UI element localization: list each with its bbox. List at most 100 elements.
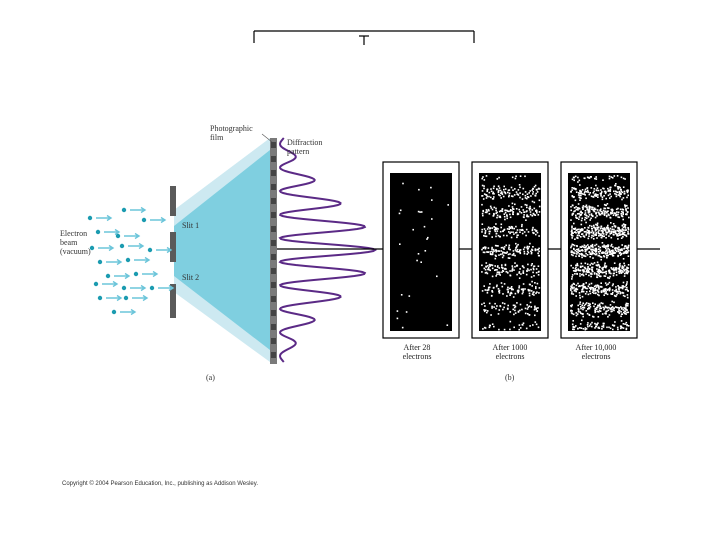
hit-dot: [614, 269, 617, 271]
hit-dot: [518, 272, 520, 274]
hit-dot: [517, 251, 520, 253]
hit-dot: [594, 234, 597, 236]
hit-dot: [626, 286, 628, 289]
hit-dot: [603, 271, 606, 274]
hit-dot: [582, 287, 584, 289]
hit-dot: [522, 272, 525, 274]
electron: [115, 232, 141, 240]
hit-dot: [612, 283, 614, 285]
hit-dot: [626, 296, 629, 299]
hit-dot: [627, 264, 630, 266]
hit-dot: [605, 306, 607, 308]
hit-dot: [426, 238, 428, 240]
hit-dot: [584, 218, 586, 221]
hit-dot: [602, 322, 605, 325]
hit-dot: [608, 235, 610, 237]
hit-dot: [588, 230, 590, 232]
hit-dot: [578, 234, 581, 237]
hit-dot: [511, 209, 513, 212]
hit-dot: [601, 267, 603, 269]
hit-dot: [618, 192, 621, 195]
hit-dot: [608, 326, 610, 329]
hit-dot: [582, 328, 585, 330]
hit-dot: [595, 325, 597, 328]
hit-dot: [620, 210, 623, 213]
hit-dot: [584, 328, 587, 331]
hit-dot: [597, 271, 600, 274]
hit-dot: [600, 291, 603, 293]
diffraction-pattern-curve: [278, 137, 377, 363]
hit-dot: [614, 190, 617, 193]
hit-dot: [488, 195, 490, 198]
hit-dot: [625, 229, 627, 231]
hit-dot: [571, 312, 574, 315]
hit-dot: [574, 249, 577, 252]
hit-dot: [623, 192, 626, 195]
hit-dot: [572, 244, 575, 246]
hit-dot: [598, 255, 601, 257]
hit-dot: [536, 248, 539, 251]
hit-dot: [529, 211, 532, 213]
hit-dot: [491, 236, 493, 238]
hit-dot: [575, 314, 578, 317]
hit-dot: [582, 270, 584, 272]
hit-dot: [526, 204, 528, 206]
hit-dot: [517, 289, 519, 292]
hit-dot: [511, 206, 514, 208]
hit-dot: [573, 286, 575, 289]
hit-dot: [571, 227, 573, 229]
hit-dot: [571, 278, 573, 280]
hit-dot: [510, 186, 513, 189]
hit-dot: [417, 210, 420, 213]
hit-dot: [592, 231, 595, 234]
hit-dot: [611, 289, 614, 291]
hit-dot: [581, 233, 583, 235]
hit-dot: [572, 267, 574, 269]
hit-dot: [481, 231, 483, 233]
hit-dot: [524, 191, 527, 193]
hit-dot: [593, 194, 596, 196]
hit-dot: [488, 286, 491, 289]
hit-dot: [600, 210, 603, 213]
hit-dot: [570, 190, 572, 193]
hit-dot: [491, 198, 494, 200]
hit-dot: [626, 281, 628, 283]
hit-dot: [597, 232, 600, 235]
film-band: [271, 296, 276, 302]
hit-dot: [492, 215, 495, 217]
electron: [87, 214, 113, 222]
hit-dot: [577, 181, 579, 183]
hit-dot: [607, 254, 609, 257]
hit-dot: [588, 304, 591, 307]
hit-dot: [523, 250, 526, 253]
hit-dots-10000: [570, 175, 630, 331]
hit-dot: [516, 273, 518, 276]
hit-dot: [497, 190, 500, 193]
hit-dot: [603, 308, 605, 311]
hit-dot: [617, 194, 619, 196]
hit-dot: [573, 188, 576, 190]
hit-dot: [582, 302, 584, 305]
hit-dot: [532, 246, 534, 248]
hit-dot: [589, 206, 592, 208]
hit-dot: [584, 303, 587, 305]
hit-dot: [600, 212, 603, 215]
hit-dot: [583, 246, 586, 249]
hit-dot: [570, 246, 572, 249]
hit-dot: [529, 207, 532, 210]
hit-dot: [514, 177, 517, 180]
hit-dot: [607, 190, 609, 192]
panel-a-label: (a): [206, 373, 215, 382]
hit-dot: [578, 231, 580, 233]
hit-dot: [497, 250, 499, 252]
hit-dot: [574, 210, 576, 212]
hit-dot: [596, 323, 598, 326]
hit-dot: [497, 265, 499, 267]
hit-dot: [573, 222, 575, 225]
hit-dot: [592, 257, 594, 259]
hit-dot: [613, 325, 615, 327]
hit-dot: [602, 233, 605, 235]
hit-dot: [584, 266, 586, 269]
hit-dot: [627, 311, 630, 314]
hit-dot: [597, 327, 600, 329]
